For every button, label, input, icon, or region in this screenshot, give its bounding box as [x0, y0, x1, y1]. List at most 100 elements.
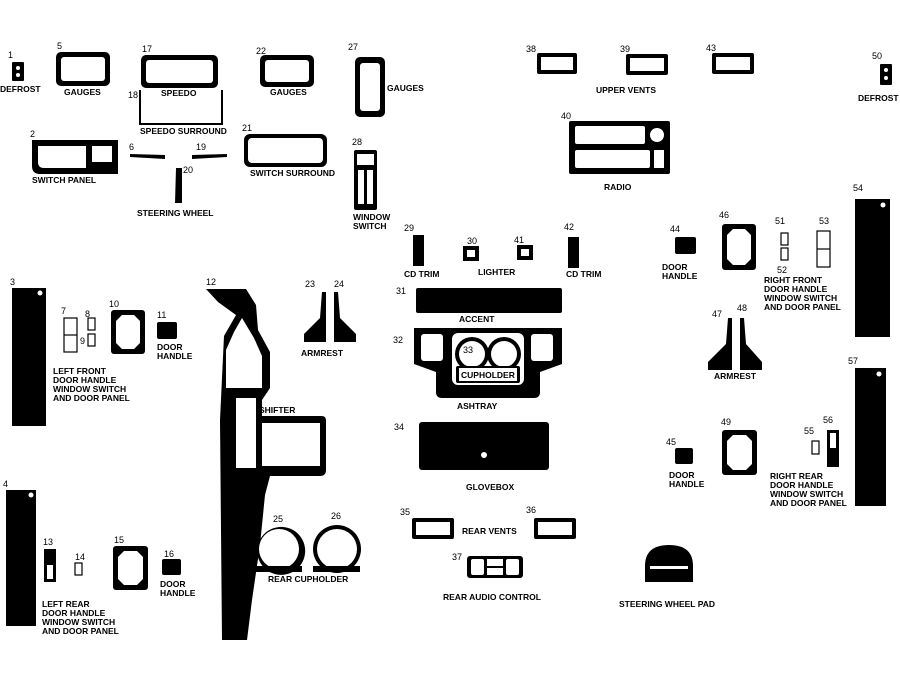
- label-line: DOOR HANDLE: [42, 608, 106, 618]
- part-43-upper-vent: 43: [706, 43, 754, 74]
- part-number: 48: [737, 303, 747, 313]
- part-label: GAUGES: [270, 87, 307, 97]
- part-number: 41: [514, 235, 524, 245]
- part-28-window-switch: 28 WINDOW SWITCH: [352, 137, 391, 231]
- part-35-rear-vent: 35: [400, 507, 454, 539]
- part-number: 49: [721, 417, 731, 427]
- part-label: ACCENT: [459, 314, 495, 324]
- part-number: 36: [526, 505, 536, 515]
- part-49-door-handle-bezel: 49: [721, 417, 757, 475]
- part-44-door-handle: 44 DOOR HANDLE: [662, 224, 698, 281]
- part-25-rear-cupholder: 25: [255, 514, 306, 575]
- part-label: GAUGES: [387, 83, 424, 93]
- part-label: CUPHOLDER: [461, 370, 515, 380]
- label-line: RIGHT FRONT: [764, 275, 823, 285]
- part-label: SPEEDO SURROUND: [140, 126, 227, 136]
- part-number: 10: [109, 299, 119, 309]
- part-label: SWITCH: [353, 221, 387, 231]
- part-number: 28: [352, 137, 362, 147]
- label-line: WINDOW SWITCH: [764, 293, 837, 303]
- part-50-defrost-right: 50 DEFROST: [858, 51, 899, 103]
- label-line: AND DOOR PANEL: [770, 498, 847, 508]
- part-45-door-handle: 45 DOOR HANDLE: [666, 437, 705, 489]
- part-number: 46: [719, 210, 729, 220]
- part-number: 15: [114, 535, 124, 545]
- part-number: 37: [452, 552, 462, 562]
- part-number: 2: [30, 129, 35, 139]
- part-48-armrest: 48: [737, 303, 762, 370]
- part-label: HANDLE: [669, 479, 705, 489]
- part-label: STEERING WHEEL PAD: [619, 599, 715, 609]
- part-label: GAUGES: [64, 87, 101, 97]
- right-rear-panel-label: RIGHT REAR DOOR HANDLE WINDOW SWITCH AND…: [770, 471, 847, 508]
- part-46-door-handle-bezel: 46: [719, 210, 756, 270]
- part-41-lighter: 41: [514, 235, 533, 260]
- part-label: DOOR: [662, 262, 688, 272]
- part-number: 47: [712, 309, 722, 319]
- part-55-window-switch: 55: [804, 426, 820, 455]
- part-number: 7: [61, 306, 66, 316]
- part-12-shifter-console: 12 SHIFTER: [206, 277, 326, 640]
- part-label: DEFROST: [0, 84, 41, 94]
- part-number: 17: [142, 44, 152, 54]
- part-14-window-switch: 14: [74, 552, 85, 576]
- part-number: 24: [334, 279, 344, 289]
- part-57-right-rear-door-panel: 57: [848, 356, 886, 506]
- part-20-steering-wheel-spoke: 20: [175, 165, 193, 203]
- part-label: WINDOW: [353, 212, 391, 222]
- steering-wheel-label: STEERING WHEEL: [137, 208, 214, 218]
- part-3-left-front-door-panel: 3: [10, 277, 46, 426]
- part-6-steering-wheel-spoke: 6: [129, 142, 165, 159]
- label-line: LEFT FRONT: [53, 366, 107, 376]
- part-34-glovebox: 34 GLOVEBOX: [394, 422, 549, 492]
- part-number: 29: [404, 223, 414, 233]
- part-label: HANDLE: [157, 351, 193, 361]
- part-label: DOOR: [160, 579, 186, 589]
- part-number: 9: [80, 336, 85, 346]
- part-number: 8: [85, 309, 90, 319]
- part-number: 27: [348, 42, 358, 52]
- part-label: SHIFTER: [259, 405, 295, 415]
- part-label: SPEEDO: [161, 88, 197, 98]
- steering-wheel-pad: STEERING WHEEL PAD: [619, 545, 715, 609]
- part-number: 33: [463, 345, 473, 355]
- part-number: 32: [393, 335, 403, 345]
- part-21-switch-surround: 21 SWITCH SURROUND: [242, 123, 335, 178]
- part-42-cd-trim: 42 CD TRIM: [564, 222, 601, 279]
- part-number: 52: [777, 265, 787, 275]
- label-line: WINDOW SWITCH: [53, 384, 126, 394]
- part-number: 40: [561, 111, 571, 121]
- part-label: DEFROST: [858, 93, 899, 103]
- part-number: 22: [256, 46, 266, 56]
- armrest-left-label: ARMREST: [301, 348, 344, 358]
- part-39-upper-vent: 39: [620, 44, 668, 75]
- part-number: 6: [129, 142, 134, 152]
- left-front-panel-label: LEFT FRONT DOOR HANDLE WINDOW SWITCH AND…: [53, 366, 130, 403]
- part-number: 31: [396, 286, 406, 296]
- armrest-right-label: ARMREST: [714, 371, 757, 381]
- part-number: 54: [853, 183, 863, 193]
- part-number: 39: [620, 44, 630, 54]
- part-19-steering-wheel-spoke: 19: [192, 142, 227, 159]
- part-56-window-switch: 56: [823, 415, 839, 467]
- part-number: 51: [775, 216, 785, 226]
- part-23-armrest: 23: [304, 279, 326, 342]
- part-number: 13: [43, 537, 53, 547]
- part-13-window-switch: 13: [43, 537, 56, 582]
- part-number: 18: [128, 90, 138, 100]
- part-37-rear-audio-control: 37 REAR AUDIO CONTROL: [443, 552, 541, 602]
- part-51-window-switch: 51: [775, 216, 789, 246]
- part-4-left-rear-door-panel: 4: [3, 479, 36, 626]
- part-number: 14: [75, 552, 85, 562]
- rear-vents-label: REAR VENTS: [462, 526, 517, 536]
- part-29-cd-trim: 29 CD TRIM: [404, 223, 439, 279]
- part-1-defrost-left: 1 DEFROST: [0, 50, 41, 94]
- part-number: 23: [305, 279, 315, 289]
- part-label: REAR AUDIO CONTROL: [443, 592, 541, 602]
- part-label: DOOR: [669, 470, 695, 480]
- part-26-rear-cupholder: 26: [313, 511, 361, 573]
- part-number: 25: [273, 514, 283, 524]
- part-number: 20: [183, 165, 193, 175]
- part-number: 38: [526, 44, 536, 54]
- part-label: HANDLE: [160, 588, 196, 598]
